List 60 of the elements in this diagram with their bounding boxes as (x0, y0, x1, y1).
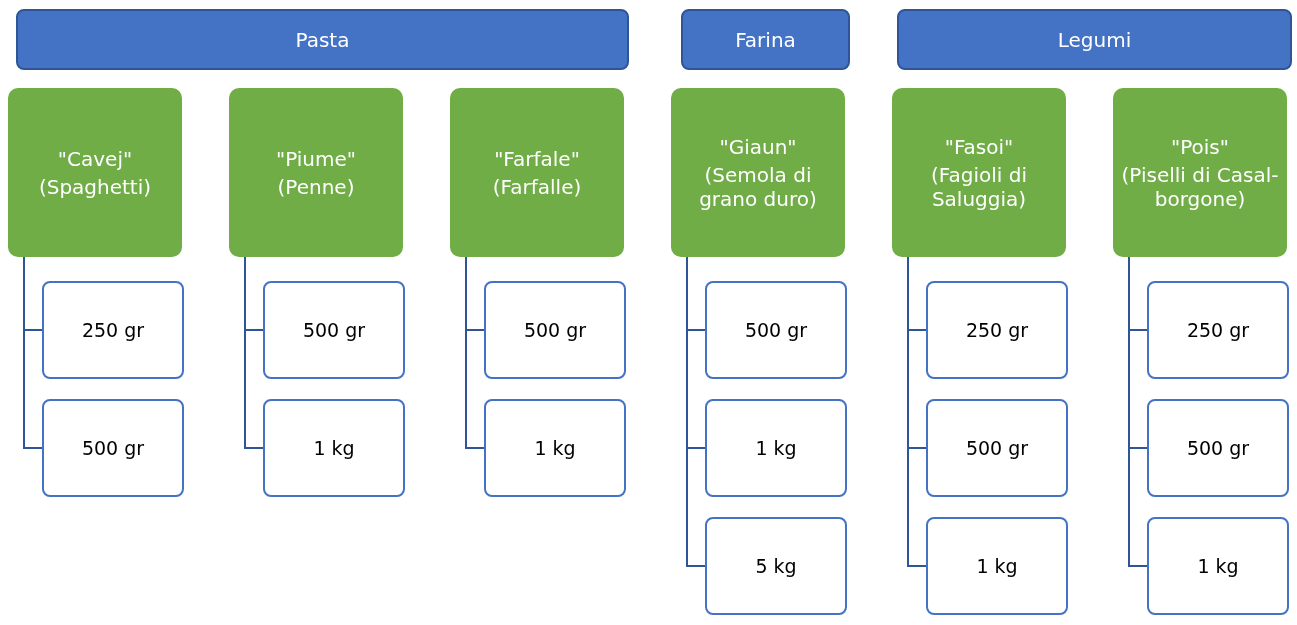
package-size: 500 gr (302, 319, 366, 341)
product-name: "Pois" (1171, 134, 1229, 159)
size-box (1147, 399, 1289, 497)
product-description: (Penne) (277, 174, 355, 199)
package-size: 500 gr (1186, 437, 1250, 459)
package-size: 500 gr (81, 437, 145, 459)
category-title: Farina (735, 27, 796, 52)
package-size: 250 gr (1186, 319, 1250, 341)
product-box (229, 88, 403, 257)
size-box (705, 281, 847, 379)
package-size: 500 gr (744, 319, 808, 341)
product-box (671, 88, 845, 257)
package-size: 250 gr (81, 319, 145, 341)
size-box (484, 281, 626, 379)
size-box (705, 399, 847, 497)
size-box (1147, 281, 1289, 379)
package-size: 500 gr (965, 437, 1029, 459)
product-name: "Giaun" (719, 134, 797, 159)
package-size: 1 kg (976, 555, 1018, 577)
category-title: Legumi (1057, 27, 1132, 52)
product-name: "Piume" (275, 146, 356, 171)
package-size: 1 kg (1197, 555, 1239, 577)
product-box (892, 88, 1066, 257)
category-header (897, 9, 1292, 70)
package-size: 1 kg (755, 437, 797, 459)
category-title: Pasta (295, 27, 350, 52)
product-description: (Fagioli di Saluggia) (930, 162, 1028, 211)
product-name: "Farfale" (494, 146, 580, 171)
size-box (484, 399, 626, 497)
package-size: 1 kg (313, 437, 355, 459)
size-box (263, 399, 405, 497)
connector-line (1128, 256, 1148, 567)
connector-line (686, 256, 706, 567)
size-box (42, 399, 184, 497)
product-box (1113, 88, 1287, 257)
size-box (926, 517, 1068, 615)
product-description: (Farfalle) (492, 174, 582, 199)
size-box (1147, 517, 1289, 615)
product-name: "Cavej" (57, 146, 133, 171)
connector-line (23, 256, 43, 449)
connector-line (244, 256, 264, 449)
size-box (42, 281, 184, 379)
product-name: "Fasoi" (944, 134, 1014, 159)
connector-line (907, 256, 927, 567)
product-description: (Spaghetti) (38, 174, 152, 199)
product-box (450, 88, 624, 257)
package-size: 1 kg (534, 437, 576, 459)
package-size: 500 gr (523, 319, 587, 341)
package-size: 250 gr (965, 319, 1029, 341)
size-box (263, 281, 405, 379)
size-box (926, 399, 1068, 497)
connector-line (465, 256, 485, 449)
size-box (926, 281, 1068, 379)
category-header (681, 9, 850, 70)
category-header (16, 9, 629, 70)
product-box (8, 88, 182, 257)
product-description: (Semola di grano duro) (698, 162, 818, 211)
package-size: 5 kg (755, 555, 797, 577)
size-box (705, 517, 847, 615)
product-description: (Piselli di Casal-borgone) (1121, 162, 1279, 211)
